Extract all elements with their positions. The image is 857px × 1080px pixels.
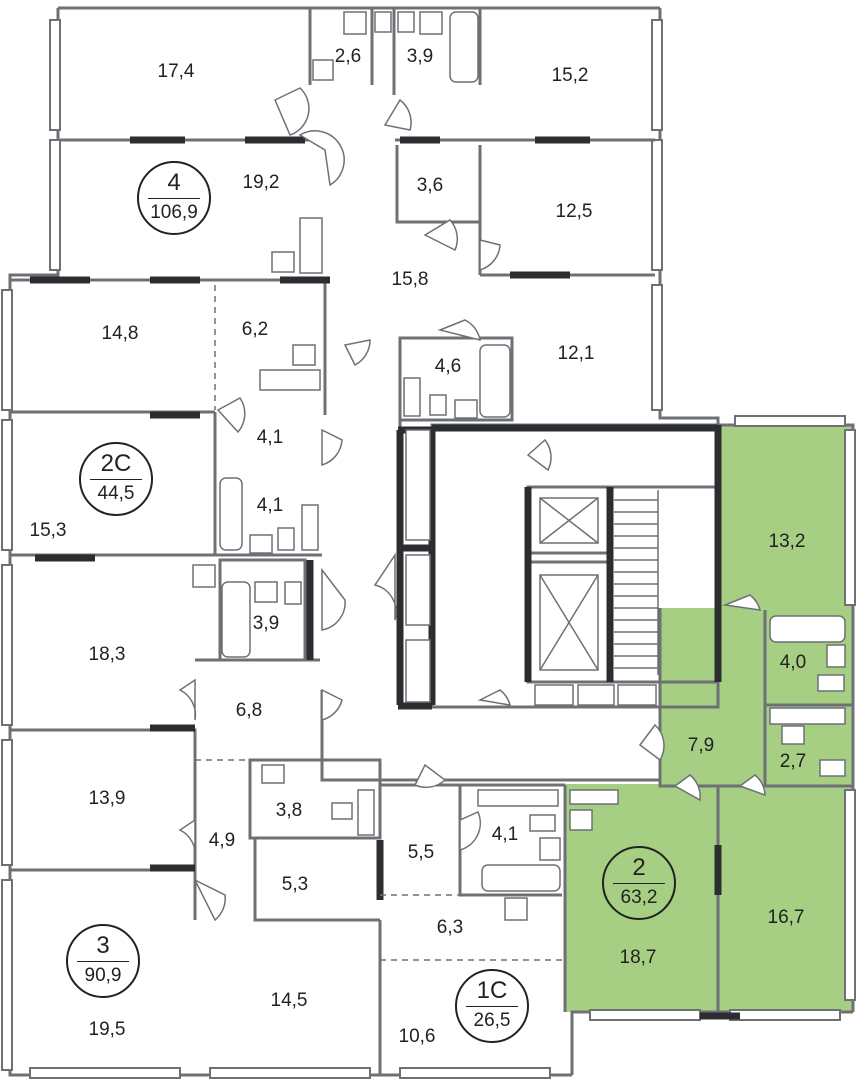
room-area: 19,5 <box>88 1019 126 1040</box>
room-area: 4,6 <box>434 356 462 377</box>
room-area: 2,7 <box>779 751 807 772</box>
room-area: 15,8 <box>391 269 429 290</box>
room-area: 10,6 <box>398 1026 436 1047</box>
badge-divider <box>77 961 129 962</box>
room-area: 3,9 <box>252 613 280 634</box>
room-area: 4,0 <box>779 652 807 673</box>
room-area: 13,9 <box>88 788 126 809</box>
room-area: 6,2 <box>241 319 269 340</box>
bearing-walls <box>30 136 740 1020</box>
apartment-badge-2[interactable]: 2 63,2 <box>602 846 676 920</box>
badge-divider <box>148 198 200 199</box>
apartment-badge-3[interactable]: 3 90,9 <box>66 924 140 998</box>
room-area: 6,8 <box>235 700 263 721</box>
room-area: 12,5 <box>555 201 593 222</box>
room-area: 3,9 <box>406 46 434 67</box>
apartment-number: 1С <box>476 977 508 1004</box>
apartment-area: 106,9 <box>150 202 198 223</box>
apartment-number: 4 <box>167 169 181 196</box>
room-area: 15,3 <box>29 520 67 541</box>
room-area: 17,4 <box>157 61 195 82</box>
stair-core <box>539 490 659 675</box>
room-area: 4,1 <box>256 495 284 516</box>
room-area: 7,9 <box>687 735 715 756</box>
badge-divider <box>90 479 142 480</box>
apartment-area: 63,2 <box>620 887 658 908</box>
room-area: 6,3 <box>436 917 464 938</box>
doors <box>178 87 766 922</box>
windows <box>1 19 856 1079</box>
apartment-badge-1c[interactable]: 1С 26,5 <box>455 969 529 1043</box>
bathroom-fixtures <box>192 11 846 921</box>
room-area: 3,6 <box>416 175 444 196</box>
room-area: 3,8 <box>275 800 303 821</box>
room-area: 4,1 <box>491 824 519 845</box>
room-area: 2,6 <box>334 46 362 67</box>
room-area: 14,5 <box>270 990 308 1011</box>
badge-divider <box>613 883 665 884</box>
room-area: 18,3 <box>88 644 126 665</box>
apartment-number: 2С <box>100 450 132 477</box>
room-area: 15,2 <box>551 65 589 86</box>
dashed-partitions <box>195 285 565 961</box>
apartment-area: 26,5 <box>473 1010 511 1031</box>
room-area: 18,7 <box>619 947 657 968</box>
apartment-badge-2c[interactable]: 2С 44,5 <box>79 442 153 516</box>
room-area: 19,2 <box>242 172 280 193</box>
room-area: 16,7 <box>767 907 805 928</box>
apartment-area: 44,5 <box>97 483 135 504</box>
room-area: 5,3 <box>281 874 309 895</box>
apartment-number: 3 <box>96 932 110 959</box>
room-area: 13,2 <box>768 531 806 552</box>
room-area: 14,8 <box>101 323 139 344</box>
apartment-number: 2 <box>632 854 646 881</box>
room-area: 5,5 <box>407 842 435 863</box>
apartment-area: 90,9 <box>84 965 122 986</box>
room-area: 4,1 <box>256 427 284 448</box>
apartment-badge-4[interactable]: 4 106,9 <box>137 161 211 235</box>
room-area: 12,1 <box>557 343 595 364</box>
badge-divider <box>466 1006 518 1007</box>
room-area: 4,9 <box>208 830 236 851</box>
